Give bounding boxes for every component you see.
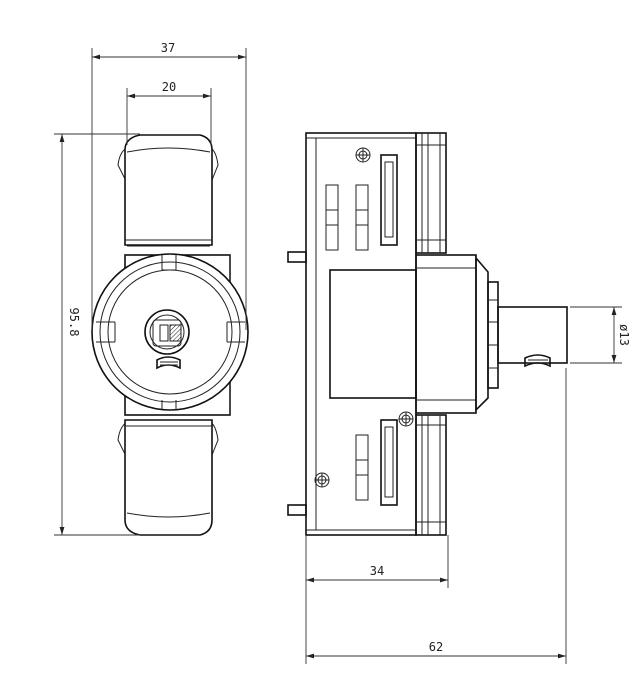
dim-side-depth-body: 34 xyxy=(305,535,449,588)
dim-shaft-diameter: ø13 xyxy=(570,306,631,364)
front-central-body xyxy=(91,253,249,416)
dim-front-height: 95.8 xyxy=(54,133,140,536)
front-bottom-handle xyxy=(117,419,219,536)
dim-label-95-8: 95.8 xyxy=(67,308,81,337)
dim-front-width-outer: 37 xyxy=(91,41,247,330)
dim-front-width-inner: 20 xyxy=(126,80,212,145)
front-top-handle xyxy=(117,134,219,247)
front-view: 37 20 95.8 xyxy=(54,41,249,536)
side-view: ø13 34 62 xyxy=(287,132,631,664)
dim-label-34: 34 xyxy=(370,564,384,578)
screw-icon xyxy=(398,411,414,427)
dim-label-20: 20 xyxy=(162,80,176,94)
dim-label-37: 37 xyxy=(161,41,175,55)
dim-label-dia-13: ø13 xyxy=(617,324,631,346)
dim-label-62: 62 xyxy=(429,640,443,654)
dim-side-depth-total: 62 xyxy=(305,368,567,664)
screw-icon xyxy=(355,147,371,163)
side-shaft xyxy=(497,306,568,364)
screw-icon xyxy=(314,472,330,488)
